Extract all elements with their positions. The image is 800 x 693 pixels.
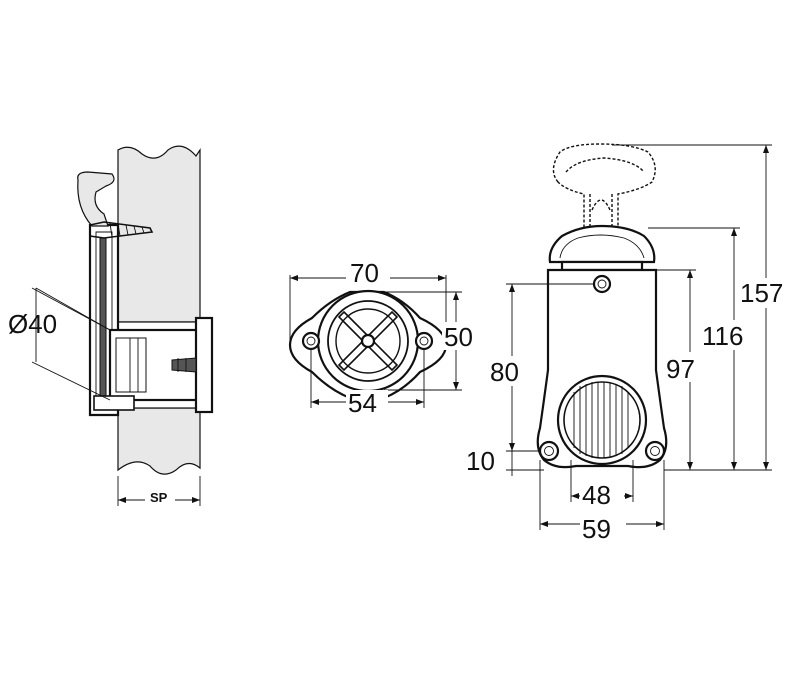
grille-outer [556, 374, 648, 466]
screw [89, 221, 154, 239]
raised-handle-ghost [552, 143, 656, 229]
flange-hole-left [301, 331, 321, 351]
hull-wall [117, 145, 201, 323]
flange-center [360, 333, 376, 349]
flange-ring-inner [335, 308, 401, 374]
bottom-hole-left [538, 440, 560, 462]
front-view: 157 116 97 80 10 48 [466, 143, 794, 544]
hull-wall-lower [117, 407, 201, 475]
dim-diameter: Ø40 [8, 309, 57, 339]
grille-slots [573, 382, 629, 458]
dim-flange-height: 50 [444, 322, 473, 352]
valve-barrel-inner [115, 337, 147, 393]
dim-height-to-handle: 116 [702, 321, 743, 351]
flange-view: 70 50 54 [288, 258, 482, 418]
grille-inner [563, 381, 641, 459]
dim-total-height: 157 [740, 278, 783, 308]
outer-flange [194, 316, 214, 414]
plate-clip [93, 395, 135, 411]
flange-hole-right [414, 331, 434, 351]
side-section-view: Ø40 SP [8, 145, 214, 506]
flange-ring-mid [327, 300, 409, 382]
dim-hole-spacing: 48 [582, 480, 611, 510]
dim-thickness: SP [150, 490, 168, 505]
hose-barb [171, 357, 197, 373]
front-handle [548, 224, 656, 264]
plate-dark-strip [99, 237, 107, 405]
dim-flange-width: 70 [350, 258, 379, 288]
dim-hole-height: 80 [490, 357, 519, 387]
dim-front-width: 59 [582, 514, 611, 544]
dim-body-height: 97 [666, 354, 695, 384]
handle-base [560, 260, 644, 272]
top-screw [592, 274, 612, 294]
bottom-hole-right [644, 440, 666, 462]
dim-hole-offset: 10 [466, 446, 495, 476]
dim-flange-hole-spacing: 54 [348, 388, 377, 418]
handle [77, 171, 115, 227]
